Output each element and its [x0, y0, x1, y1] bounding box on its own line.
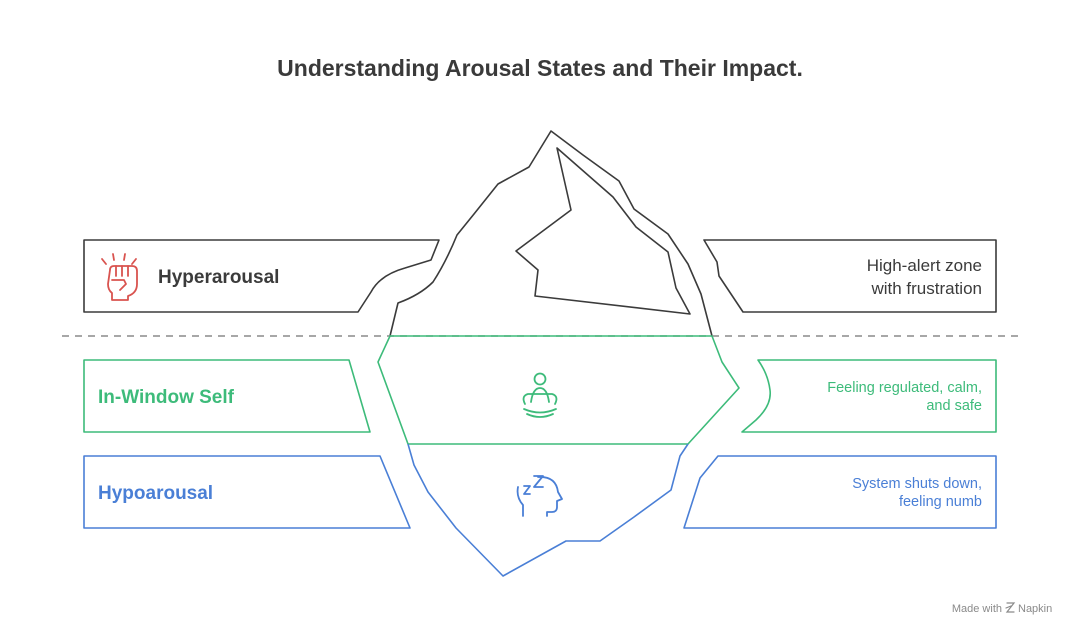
level-label-hypoarousal: Hypoarousal [98, 483, 213, 504]
hyperarousal-right-panel [703, 239, 997, 313]
footer-brand[interactable]: Napkin [1018, 603, 1052, 615]
level-description-hypoarousal-line2: feeling numb [899, 494, 982, 510]
hypoarousal-left-panel [83, 455, 411, 529]
level-description-hypoarousal-line1: System shuts down, [852, 476, 982, 492]
sleeping-head-icon [516, 475, 563, 517]
iceberg-window-band [377, 335, 740, 445]
napkin-logo-icon [1005, 602, 1016, 613]
level-label-in-window-self: In-Window Self [98, 387, 235, 408]
hypoarousal-right-panel [683, 455, 997, 529]
level-description-in-window-line1: Feeling regulated, calm, [827, 380, 982, 396]
level-label-hyperarousal: Hyperarousal [158, 267, 279, 288]
iceberg-peak-inner-face [515, 147, 691, 315]
in-window-left-panel [83, 359, 371, 433]
level-description-hyperarousal-line1: High-alert zone [867, 256, 982, 275]
footer-made-with: Made with [952, 603, 1002, 615]
meditation-icon [522, 372, 558, 418]
raised-fist-icon [101, 253, 138, 301]
page-title: Understanding Arousal States and Their I… [277, 55, 803, 81]
iceberg-base-outline [407, 443, 689, 577]
level-description-hyperarousal-line2: with frustration [870, 279, 982, 298]
hyperarousal-left-panel [83, 239, 440, 313]
in-window-right-panel [741, 359, 997, 433]
iceberg-peak-outline [389, 130, 713, 337]
level-description-in-window-line2: and safe [926, 398, 982, 414]
